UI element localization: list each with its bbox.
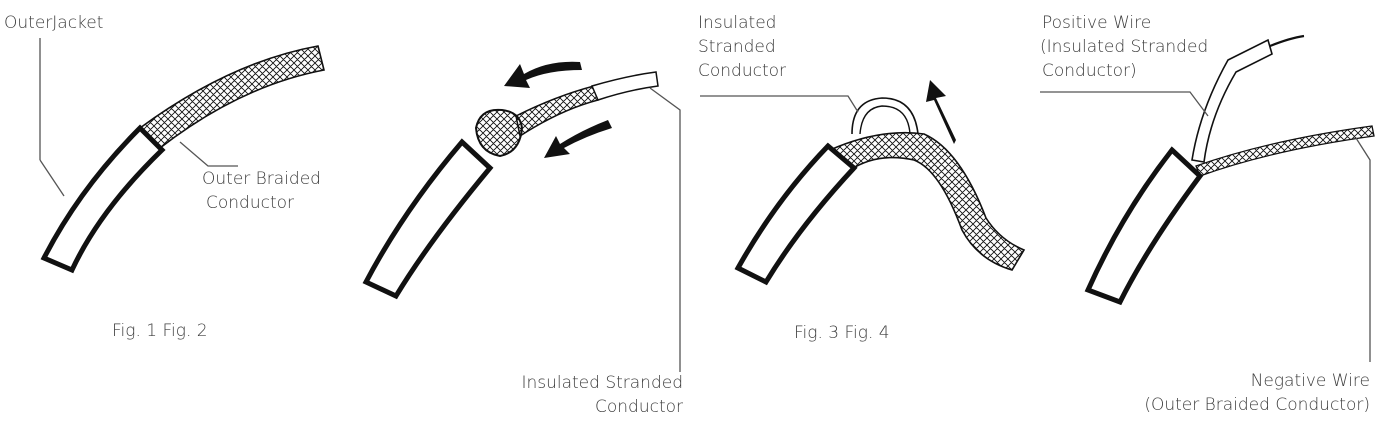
label-fig12: Fig. 1 Fig. 2 <box>112 321 208 341</box>
insulated-loop-inner-fig3 <box>859 105 911 135</box>
outer-braid-fig1 <box>138 45 325 150</box>
label-insulated-bottom-2: Conductor <box>594 397 683 417</box>
insulated-loop-fig3 <box>851 97 919 135</box>
leader-insulated-bottom <box>649 87 681 372</box>
leader-outer-jacket-2 <box>39 159 65 197</box>
figure-4 <box>1040 34 1375 362</box>
braid-fig2 <box>515 85 599 138</box>
arrow-fig3 <box>926 80 956 144</box>
label-insulated-top-2: Stranded <box>698 37 776 57</box>
label-fig34: Fig. 3 Fig. 4 <box>794 323 890 343</box>
label-positive-3: Conductor) <box>1042 61 1137 81</box>
leader-positive <box>1040 91 1209 117</box>
label-insulated-top-3: Conductor <box>698 61 787 81</box>
figure-2 <box>362 61 681 372</box>
label-negative-2: (Outer Braided Conductor) <box>1144 395 1370 415</box>
braid-fig3 <box>828 131 1026 271</box>
negative-wire-fig4 <box>1195 125 1375 177</box>
figure-3 <box>700 80 1026 286</box>
positive-wire-tip <box>1269 34 1305 48</box>
label-positive-2: (Insulated Stranded <box>1040 37 1209 57</box>
label-outer-braided-2: Conductor <box>206 193 295 213</box>
label-negative: Negative Wire <box>1250 371 1370 391</box>
outer-jacket-fig3 <box>734 142 858 286</box>
leader-insulated-top <box>700 95 859 113</box>
label-positive: Positive Wire <box>1042 13 1152 33</box>
bunched-braid <box>474 108 524 158</box>
label-insulated-top: Insulated <box>698 13 777 33</box>
leader-outer-braided <box>179 141 238 167</box>
leader-negative <box>1355 137 1371 362</box>
label-outer-braided: Outer Braided <box>202 169 321 189</box>
arrow-top-fig2 <box>504 61 582 88</box>
positive-wire-fig4 <box>1191 38 1273 163</box>
label-outer-jacket: OuterJacket <box>4 13 104 33</box>
figure-1-2 <box>39 38 325 274</box>
outer-jacket-fig2 <box>362 138 494 300</box>
arrow-bottom-fig2 <box>544 120 612 158</box>
outer-jacket-fig4 <box>1084 146 1204 306</box>
insulated-conductor-fig2 <box>590 71 659 101</box>
label-insulated-bottom: Insulated Stranded <box>521 373 683 393</box>
outer-jacket-fig1 <box>40 124 166 274</box>
